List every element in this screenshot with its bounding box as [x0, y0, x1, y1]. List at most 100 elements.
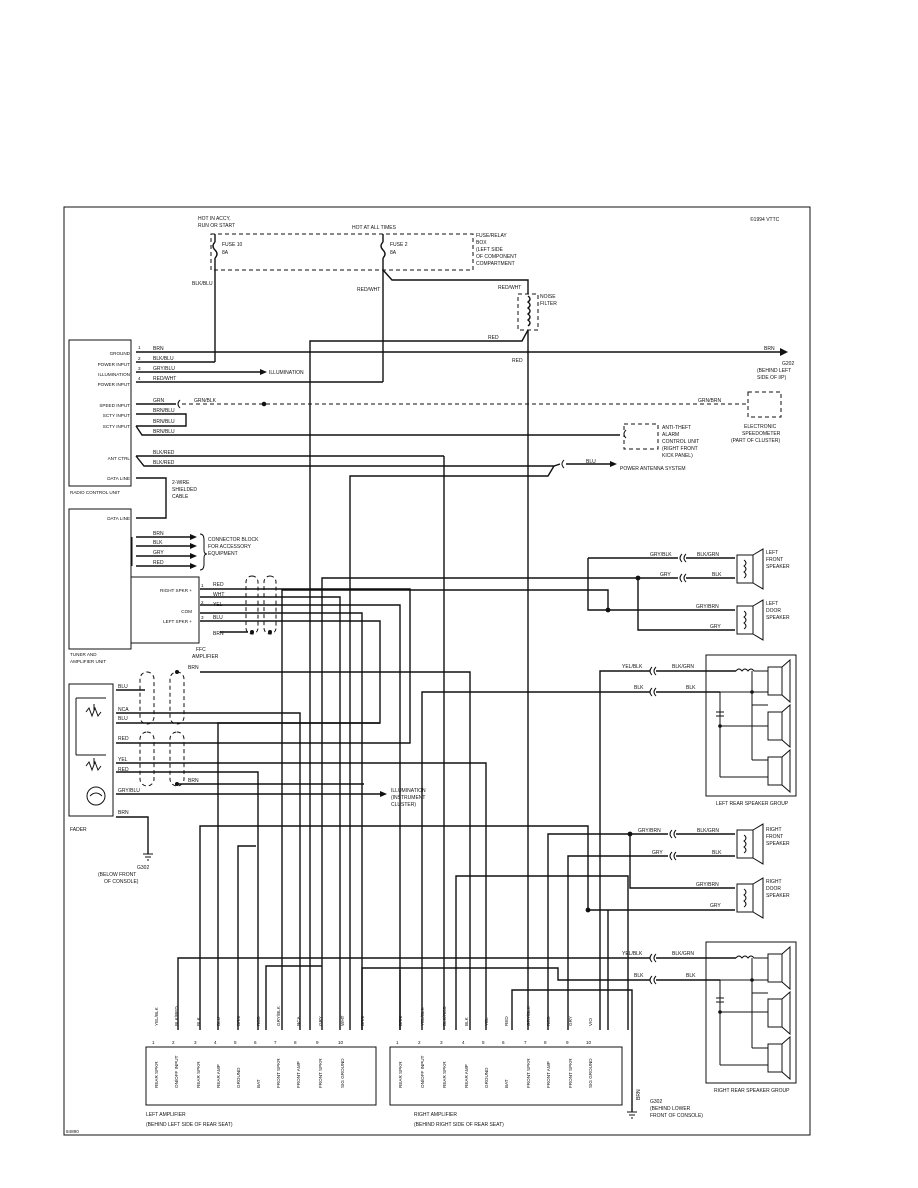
g302-label-3: OF CONSOLE) — [104, 879, 139, 885]
right-amp-pin-number: 4 — [462, 1040, 465, 1045]
wire-blk-blu2-label: BLK/BLU — [153, 356, 174, 362]
right-rear-speaker-2 — [767, 990, 791, 1036]
ld-wire-gry-brn: GRY/BRN — [696, 604, 719, 610]
fader-wire-blu-b: BLU — [118, 716, 128, 722]
right-amp-wire-color: VIO — [588, 1018, 593, 1026]
left-amp-pin-number: 4 — [214, 1040, 217, 1045]
speedometer-label-1: ELECTRONIC — [744, 424, 777, 430]
rd-speaker-label-3: SPEAKER — [766, 893, 790, 899]
left-amp-pin-function: FRONT AMP — [296, 1061, 301, 1088]
radio-pin-num-3: 3 — [138, 366, 141, 371]
right-g302-label-3: FRONT OF CONSOLE) — [650, 1113, 703, 1119]
ffc-pin-right-spkr: RIGHT SPKR + — [160, 588, 192, 593]
tuner-label-2: AMPLIFIER UNIT — [70, 659, 106, 664]
connector-block-label-3: EQUIPMENT — [208, 551, 238, 557]
wire-red-wht-label-c: RED/WHT — [153, 376, 176, 382]
right-amp-wire-color: RED — [546, 1016, 551, 1026]
lf-speaker-label-3: SPEAKER — [766, 564, 790, 570]
fuse-box-label-2: BOX — [476, 240, 487, 246]
right-amplifier — [389, 1046, 623, 1106]
fader: FADER — [68, 683, 114, 833]
illumination-arrow — [260, 369, 267, 375]
fuse-10-rating: 8A — [222, 250, 229, 256]
right-amp-pin-number: 8 — [544, 1040, 547, 1045]
fuse-2-rating: 8A — [390, 250, 397, 256]
fader-wire-blu-a: BLU — [118, 684, 128, 690]
power-antenna-arrow — [610, 461, 617, 467]
right-amp-pin-number: 3 — [440, 1040, 443, 1045]
left-amp-pin-number: 1 — [152, 1040, 155, 1045]
acc-wire-red: RED — [153, 560, 164, 566]
shielded-cable-label-2: SHIELDED — [172, 487, 197, 493]
right-amp-label-1: RIGHT AMPLIFIER — [414, 1112, 457, 1118]
acc-wire-blk: BLK — [153, 540, 163, 546]
left-amp-pin-function: SIG GROUND — [340, 1058, 345, 1088]
noise-filter-label-1: NOISE — [540, 294, 556, 300]
fader-label: FADER — [70, 827, 87, 833]
connector-block-label-1: CONNECTOR BLOCK — [208, 537, 259, 543]
fader-shield-2 — [169, 671, 185, 725]
left-rear-speaker-2 — [767, 703, 791, 749]
speedometer-label-2: SPEEDOMETER — [742, 431, 781, 437]
right-amp-pin-function: REAR AMP — [464, 1064, 469, 1088]
left-amplifier — [145, 1046, 377, 1106]
lf-wire-blk-grn: BLK/GRN — [697, 552, 719, 558]
left-amp-wire-color: BRN — [236, 1016, 241, 1026]
ffc-num-3: 3 — [201, 615, 204, 620]
left-amp-pin-function: GROUND — [236, 1067, 241, 1088]
g202-arrow — [780, 348, 788, 356]
right-amp-pin-function: FRONT SPKR — [526, 1058, 531, 1088]
rf-wire-gry-brn: GRY/BRN — [638, 828, 661, 834]
acc-wire-gry: GRY — [153, 550, 164, 556]
radio-control-unit: GROUND POWER INPUT ILLUMINATION POWER IN… — [68, 339, 132, 495]
right-amp-wire-color: YEL — [484, 1017, 489, 1026]
wire-brn-label: BRN — [153, 346, 164, 352]
radio-pin-scty-input-2: SCTY INPUT — [103, 424, 130, 429]
rr-wire-blk-a: BLK — [634, 973, 644, 979]
left-amp-pin-number: 5 — [234, 1040, 237, 1045]
speedometer-label-3: (PART OF CLUSTER) — [731, 438, 781, 444]
rf-wire-blk-grn: BLK/GRN — [697, 828, 719, 834]
hot-all-times-label: HOT AT ALL TIMES — [352, 225, 397, 231]
lr-wire-yel-blk: YEL/BLK — [622, 664, 643, 670]
hot-accy-label-1: HOT IN ACCY, — [198, 216, 231, 222]
g202-label-1: G202 — [782, 361, 794, 367]
left-amp-pin-function: FRONT SPKR — [318, 1058, 323, 1088]
fader-wire-red-a: RED — [118, 736, 129, 742]
rf-wire-blk: BLK — [712, 850, 722, 856]
left-rear-speaker-1 — [767, 658, 791, 704]
wire-brn-blu-label-c: BRN/BLU — [153, 429, 175, 435]
radio-pin-num-4: 4 — [138, 376, 141, 381]
fuse-box-label-1: FUSE/RELAY — [476, 233, 507, 239]
fader-illum-label-2: (INSTRUMENT — [391, 795, 425, 801]
radio-pin-illumination: ILLUMINATION — [98, 372, 130, 377]
right-amp-wire-color: GRY — [568, 1016, 573, 1026]
shielded-cable-label-1: 2-WIRE — [172, 480, 190, 486]
right-rear-speaker-group — [705, 941, 797, 1084]
rf-speaker-label-3: SPEAKER — [766, 841, 790, 847]
left-amp-pin-function: REAR SPKR — [196, 1061, 201, 1088]
right-amp-pin-number: 1 — [396, 1040, 399, 1045]
lr-wire-blk-b: BLK — [686, 685, 696, 691]
right-door-speaker — [736, 877, 764, 919]
left-amp-pin-number: 9 — [316, 1040, 319, 1045]
right-rear-crossover — [716, 955, 768, 1066]
fader-illumination-bulb — [86, 786, 106, 806]
wire-brn-label-right: BRN — [764, 346, 775, 352]
noise-filter: NOISE FILTER — [517, 293, 557, 331]
right-amp-pin-number: 6 — [502, 1040, 505, 1045]
right-rear-speaker-1 — [767, 945, 791, 991]
right-amp-pin-number: 2 — [418, 1040, 421, 1045]
radio-pin-num-1: 1 — [138, 345, 141, 350]
right-amp-wire-color: BLK — [464, 1016, 469, 1026]
speed-splice — [261, 401, 267, 407]
left-amp-wire-color: RED — [256, 1016, 261, 1026]
ffc-pin-com: COM — [181, 609, 192, 614]
right-amp-pin-function: REAR SPKR — [442, 1061, 447, 1088]
connector-block-label-2: FOR ACCESSORY — [208, 544, 252, 550]
right-amp-wire-color: BRN — [398, 1016, 403, 1026]
left-amp-pin-function: REAR SPKR — [154, 1061, 159, 1088]
